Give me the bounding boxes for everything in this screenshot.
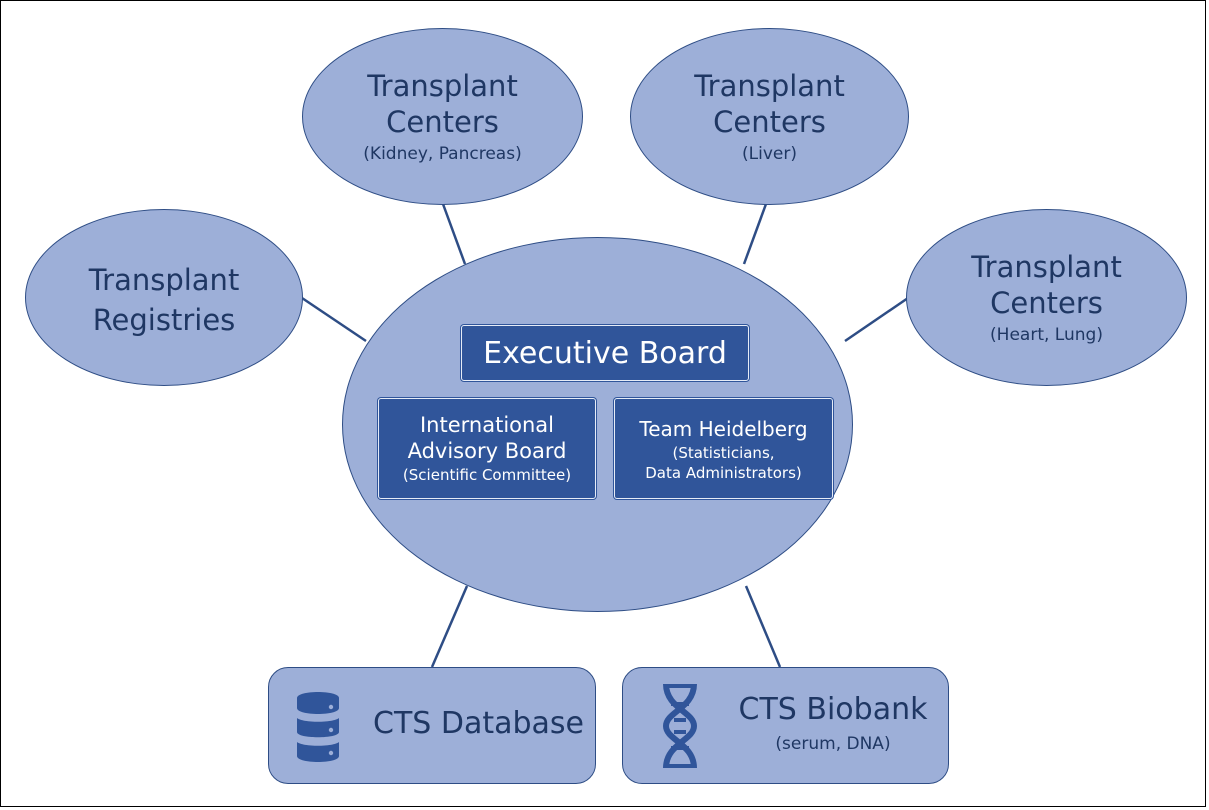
- node-transplant-registries[interactable]: Transplant Registries: [25, 209, 303, 386]
- cts-database-box[interactable]: CTS Database: [268, 667, 596, 784]
- node-title: Transplant: [88, 262, 240, 297]
- advisory-board-subtitle: (Scientific Committee): [402, 465, 572, 484]
- advisory-board-line2: Advisory Board: [407, 438, 567, 463]
- team-heidelberg-subtitle: Data Administrators): [645, 463, 802, 482]
- cts-biobank-title: CTS Biobank: [738, 692, 928, 727]
- cts-biobank-subtitle: (serum, DNA): [775, 734, 891, 754]
- node-subtitle: (Kidney, Pancreas): [363, 143, 522, 164]
- node-transplant-centers-kidney[interactable]: Transplant Centers (Kidney, Pancreas): [302, 28, 583, 205]
- advisory-board-line1: International: [419, 412, 555, 437]
- link-kidney: [441, 203, 467, 265]
- node-title: Centers: [386, 104, 499, 139]
- node-title: Transplant: [367, 68, 518, 103]
- node-transplant-centers-heart-lung[interactable]: Transplant Centers (Heart, Lung): [906, 209, 1187, 386]
- link-biobank: [744, 585, 782, 668]
- node-subtitle: (Heart, Lung): [990, 324, 1103, 345]
- node-title: Centers: [990, 285, 1103, 320]
- link-database: [430, 585, 469, 668]
- node-title: Centers: [713, 104, 826, 139]
- cts-database-title: CTS Database: [373, 706, 584, 741]
- node-subtitle: (Liver): [742, 143, 797, 164]
- node-transplant-centers-liver[interactable]: Transplant Centers (Liver): [630, 28, 909, 205]
- node-title: Registries: [92, 302, 236, 337]
- executive-board-label: Executive Board: [483, 335, 727, 371]
- link-heart-lung: [844, 296, 909, 343]
- node-title: Transplant: [694, 68, 845, 103]
- team-heidelberg-subtitle: (Statisticians,: [672, 443, 775, 462]
- node-title: Transplant: [971, 249, 1122, 284]
- database-icon: [295, 688, 341, 770]
- link-registries: [301, 296, 367, 343]
- advisory-board-box[interactable]: International Advisory Board (Scientific…: [378, 398, 596, 499]
- dna-icon: [662, 682, 698, 774]
- cts-biobank-box[interactable]: CTS Biobank (serum, DNA): [622, 667, 949, 784]
- team-heidelberg-label: Team Heidelberg: [639, 416, 808, 441]
- link-liver: [742, 203, 768, 265]
- team-heidelberg-box[interactable]: Team Heidelberg (Statisticians, Data Adm…: [614, 398, 833, 499]
- executive-board-box[interactable]: Executive Board: [461, 325, 749, 381]
